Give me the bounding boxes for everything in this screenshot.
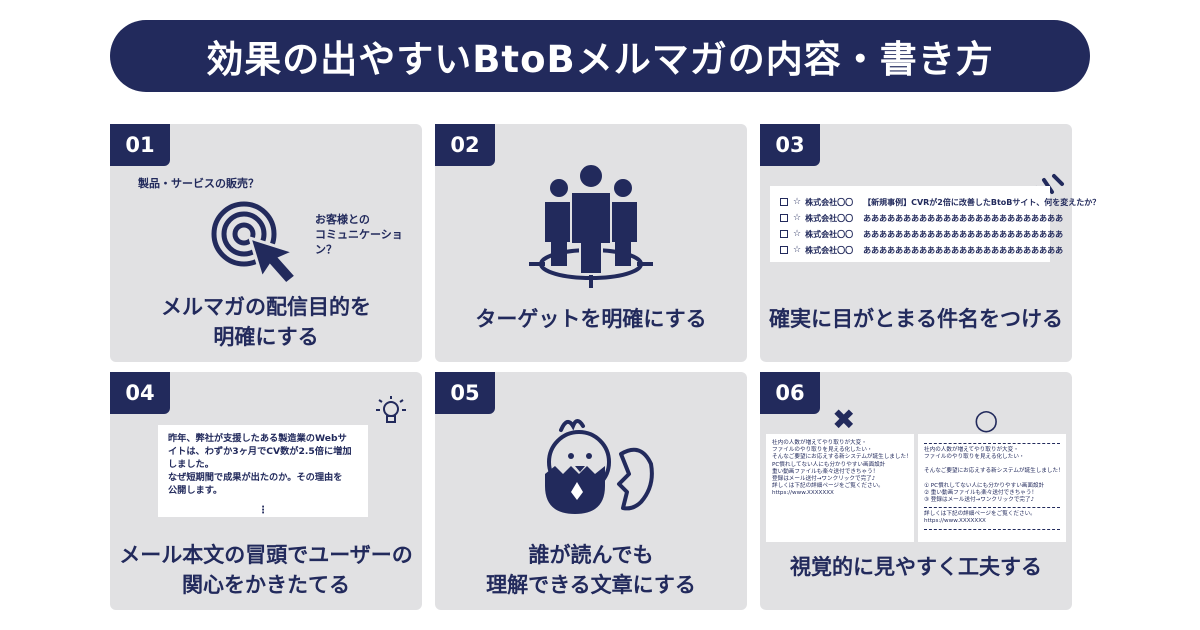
checkbox-icon [780, 214, 788, 222]
divider [924, 528, 1060, 530]
card-title-line: メール本文の冒頭でユーザーの [119, 543, 413, 567]
bad-example: 社内の人数が増えてやり取りが大変・ ファイルのやり取りを見える化したい・ そんな… [766, 434, 914, 542]
circle-icon: ○ [974, 403, 999, 436]
example-line: そんなご要望にお応えする新システムが誕生しました！ [772, 454, 912, 461]
card-02: 02 ターゲットを明確にする [435, 124, 747, 362]
label-sales: 製品・サービスの販売？ [138, 177, 259, 190]
subject-sender: 株式会社〇〇 [805, 245, 854, 255]
card-title: 確実に目がとまる件名をつける [769, 307, 1063, 331]
card-04: 04 昨年、弊社が支援したある製造業のWebサ イトは、わずか3ヶ月でCV数が2… [110, 372, 422, 610]
card-05: 05 誰が読んでも 理解できる文章にする [435, 372, 747, 610]
card-title: メール本文の冒頭でユーザーの 関心をかきたてる [110, 540, 422, 600]
ellipsis-icon: ⋮ [258, 505, 268, 516]
card-number: 01 [110, 124, 170, 166]
example-line: PC慣れしてない人にも分かりやすい画面設計 [772, 461, 886, 468]
subject-text: 【新規事例】CVRが2倍に改善したBtoBサイト、何を変えたか？ [863, 197, 1101, 207]
title-banner: 効果の出やすいBtoBメルマガの内容・書き方 [110, 20, 1090, 92]
card-number: 04 [110, 372, 170, 414]
card-title: メルマガの配信目的を 明確にする [110, 292, 422, 352]
card-title: 誰が読んでも 理解できる文章にする [435, 540, 747, 600]
example-line: https://www.XXXXXXX [924, 518, 986, 525]
mail-line: 昨年、弊社が支援したある製造業のWebサ [168, 433, 347, 444]
subject-list: ☆ 株式会社〇〇 【新規事例】CVRが2倍に改善したBtoBサイト、何を変えたか… [770, 186, 1100, 262]
example-line: 詳しくは下記の詳細ページをご覧ください。 [924, 511, 1036, 518]
label-communication-1: お客様との [315, 213, 370, 226]
mail-line: しました。 [168, 459, 214, 470]
card-title-line: 理解できる文章にする [486, 573, 696, 597]
subject-text: あああああああああああああああああああああああああ [863, 229, 1064, 239]
mail-preview: 昨年、弊社が支援したある製造業のWebサ イトは、わずか3ヶ月でCV数が2.5倍… [158, 425, 368, 517]
card-number: 03 [760, 124, 820, 166]
subject-text: あああああああああああああああああああああああああ [863, 213, 1064, 223]
spacer [924, 476, 1060, 483]
example-line: 登録はメール送付→ワンクリックで完了♪ [772, 476, 876, 483]
subject-row: ☆ 株式会社〇〇 あああああああああああああああああああああああああ [780, 226, 1063, 242]
card-title-line: メルマガの配信目的を [161, 295, 371, 319]
example-line: 社内の人数が増えてやり取りが大変・ [924, 447, 1019, 453]
star-icon: ☆ [793, 197, 802, 207]
example-line: https://www.XXXXXXX [772, 490, 834, 497]
card-title-line: 明確にする [213, 325, 319, 349]
subject-row: ☆ 株式会社〇〇 あああああああああああああああああああああああああ [780, 210, 1063, 226]
example-line: 詳しくは下記の詳細ページをご覧ください。 [772, 483, 884, 490]
card-01: 01 製品・サービスの販売？ お客様との コミュニケーション？ メルマガの配信目… [110, 124, 422, 362]
card-number: 05 [435, 372, 495, 414]
card-title-line: 誰が読んでも [528, 543, 654, 567]
card-title-line: 関心をかきたてる [182, 573, 350, 597]
good-example: 社内の人数が増えてやり取りが大変・ ファイルのやり取りを見える化したい・ そんな… [918, 434, 1066, 542]
subject-text: あああああああああああああああああああああああああ [863, 245, 1064, 255]
example-line: ① PC慣れしてない人にも分かりやすい画面設計 [924, 482, 1045, 489]
lightbulb-icon [376, 396, 406, 423]
checkbox-icon [780, 198, 788, 206]
card-number: 06 [760, 372, 820, 414]
card-title: ターゲットを明確にする [475, 307, 707, 331]
mail-line: イトは、わずか3ヶ月でCV数が2.5倍に増加 [168, 446, 352, 457]
mail-line: 公開します。 [168, 485, 223, 496]
checkbox-icon [780, 230, 788, 238]
divider [924, 443, 1060, 444]
card-03: 03 ☆ 株式会社〇〇 【新規事例】CVRが2倍に改善したBtoBサイト、何を変… [760, 124, 1100, 362]
example-line: ファイルのやり取りを見える化したい・ [924, 454, 1025, 461]
example-line: ファイルのやり取りを見える化したい・ [772, 447, 873, 454]
example-line: ② 重い動画ファイルも楽々送付できちゃう！ [924, 489, 1038, 496]
card-06: 06 ✖ ○ 社内の人数が増えてやり取りが大変・ ファイルのやり取りを見える化し… [760, 372, 1072, 610]
card-title: 視覚的に見やすく工夫する [790, 555, 1042, 579]
checkbox-icon [780, 246, 788, 254]
subject-row: ☆ 株式会社〇〇 【新規事例】CVRが2倍に改善したBtoBサイト、何を変えたか… [780, 194, 1100, 210]
subject-sender: 株式会社〇〇 [805, 213, 854, 223]
subject-row: ☆ 株式会社〇〇 あああああああああああああああああああああああああ [780, 242, 1063, 258]
example-line: ③ 登録はメール送付→ワンクリックで完了♪ [924, 497, 1035, 504]
cross-icon: ✖ [832, 403, 856, 436]
subject-sender: 株式会社〇〇 [805, 197, 854, 207]
people-target-icon [529, 163, 653, 288]
star-icon: ☆ [793, 213, 802, 223]
divider [924, 507, 1060, 509]
card-number: 02 [435, 124, 495, 166]
target-cursor-icon [211, 201, 299, 287]
page-title: 効果の出やすいBtoBメルマガの内容・書き方 [206, 38, 994, 81]
star-icon: ☆ [793, 229, 802, 239]
example-line: そんなご要望にお応えする新システムが誕生しました！ [924, 468, 1064, 475]
star-icon: ☆ [793, 245, 802, 255]
example-line: 重い動画ファイルも楽々送付できちゃう！ [772, 468, 879, 475]
chick-hatching-icon [545, 419, 654, 514]
example-line: 社内の人数が増えてやり取りが大変・ [772, 440, 867, 446]
label-communication-2: コミュニケーション？ [315, 228, 403, 256]
subject-sender: 株式会社〇〇 [805, 229, 854, 239]
mail-line: なぜ短期間で成果が出たのか。その理由を [168, 472, 343, 483]
